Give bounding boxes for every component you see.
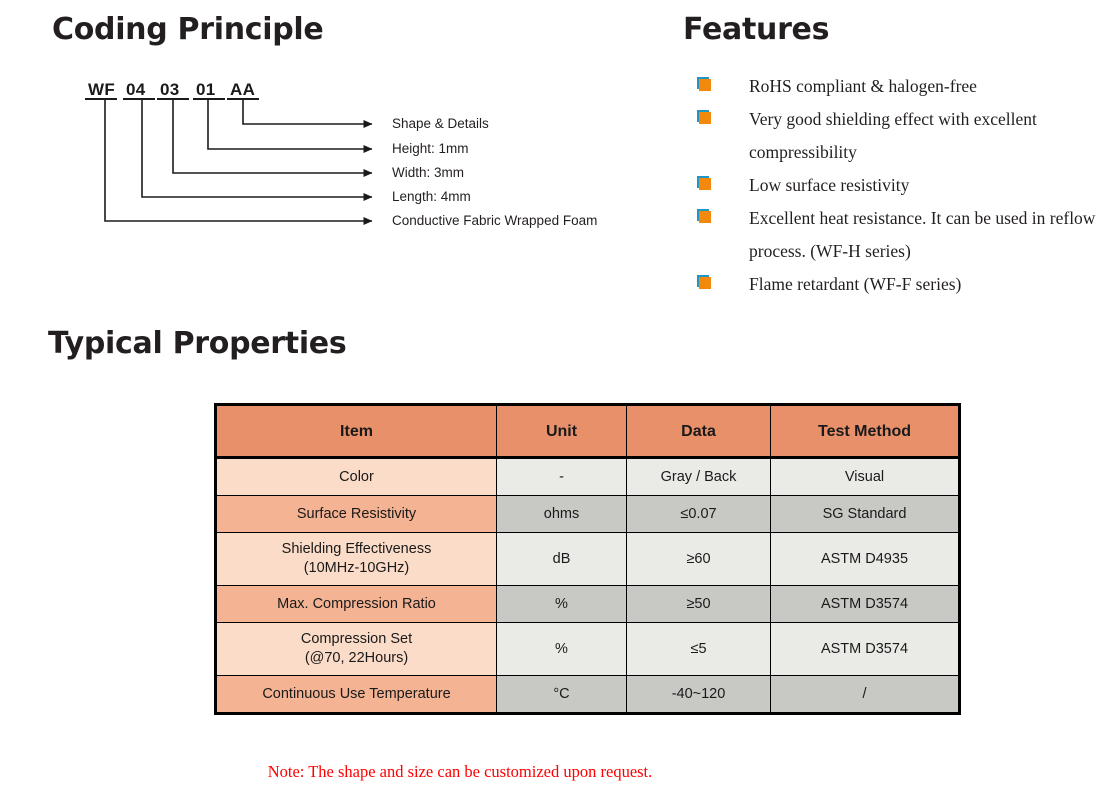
feature-item: Excellent heat resistance. It can be use… [697, 202, 1097, 268]
code-token-5: AA [230, 80, 256, 99]
leader-label-2: Height: 1mm [392, 141, 469, 156]
table-row: Shielding Effectiveness(10MHz-10GHz)dB≥6… [215, 532, 960, 586]
feature-item: Very good shielding effect with excellen… [697, 103, 1097, 169]
leader-label-1: Shape & Details [392, 116, 489, 131]
column-header-data: Data [626, 404, 771, 459]
feature-bullet-icon [697, 110, 712, 125]
column-header-test-method: Test Method [770, 404, 960, 459]
feature-bullet-icon [697, 176, 712, 191]
cell-data: ≥50 [626, 585, 771, 623]
cell-data: -40~120 [626, 675, 771, 714]
cell-data: Gray / Back [626, 457, 771, 496]
cell-unit: dB [496, 532, 627, 586]
feature-item: Low surface resistivity [697, 169, 1097, 202]
leader-line-1 [242, 99, 373, 128]
leader-line-2 [207, 99, 373, 153]
leader-path-group [104, 99, 373, 225]
typical-properties-table: Item Unit Data Test Method Color-Gray / … [214, 403, 961, 715]
feature-bullet-icon [697, 209, 712, 224]
cell-test-method: / [770, 675, 960, 714]
cell-item: Surface Resistivity [215, 495, 497, 533]
code-token-4: 01 [196, 80, 216, 99]
table-row: Continuous Use Temperature°C-40~120/ [215, 675, 960, 714]
code-token-3: 03 [160, 80, 180, 99]
feature-text: Very good shielding effect with excellen… [749, 109, 1037, 162]
features-heading: Features [683, 12, 830, 47]
cell-test-method: Visual [770, 457, 960, 496]
feature-text: RoHS compliant & halogen-free [749, 76, 977, 96]
code-token-2: 04 [126, 80, 146, 99]
cell-data: ≥60 [626, 532, 771, 586]
cell-unit: % [496, 622, 627, 676]
cell-unit: % [496, 585, 627, 623]
leader-line-5 [104, 99, 373, 225]
feature-bullet-icon [697, 275, 712, 290]
feature-item: RoHS compliant & halogen-free [697, 70, 1097, 103]
cell-test-method: ASTM D4935 [770, 532, 960, 586]
cell-item: Max. Compression Ratio [215, 585, 497, 623]
typical-properties-table-wrap: Item Unit Data Test Method Color-Gray / … [214, 403, 961, 715]
leader-label-3: Width: 3mm [392, 165, 465, 180]
coding-leader-lines [85, 98, 373, 225]
feature-text: Flame retardant (WF-F series) [749, 274, 962, 294]
column-header-unit: Unit [496, 404, 627, 459]
feature-text: Low surface resistivity [749, 175, 910, 195]
feature-item: Flame retardant (WF-F series) [697, 268, 1097, 301]
table-header-row: Item Unit Data Test Method [215, 404, 960, 459]
cell-data: ≤5 [626, 622, 771, 676]
cell-test-method: SG Standard [770, 495, 960, 533]
feature-bullet-icon [697, 77, 712, 92]
feature-text: Excellent heat resistance. It can be use… [749, 208, 1096, 261]
cell-data: ≤0.07 [626, 495, 771, 533]
column-header-item: Item [215, 404, 497, 459]
cell-item: Color [215, 457, 497, 496]
cell-item: Compression Set(@70, 22Hours) [215, 622, 497, 676]
cell-item: Shielding Effectiveness(10MHz-10GHz) [215, 532, 497, 586]
leader-label-4: Length: 4mm [392, 189, 471, 204]
table-note: Note: The shape and size can be customiz… [267, 762, 653, 781]
coding-principle-heading: Coding Principle [52, 12, 324, 47]
cell-test-method: ASTM D3574 [770, 622, 960, 676]
cell-unit: ohms [496, 495, 627, 533]
code-token-1: WF [88, 80, 116, 99]
cell-unit: - [496, 457, 627, 496]
leader-label-5: Conductive Fabric Wrapped Foam [392, 213, 598, 228]
leader-line-3 [172, 99, 373, 177]
cell-item: Continuous Use Temperature [215, 675, 497, 714]
cell-unit: °C [496, 675, 627, 714]
leader-line-4 [141, 99, 373, 201]
cell-test-method: ASTM D3574 [770, 585, 960, 623]
typical-properties-heading: Typical Properties [48, 326, 347, 361]
